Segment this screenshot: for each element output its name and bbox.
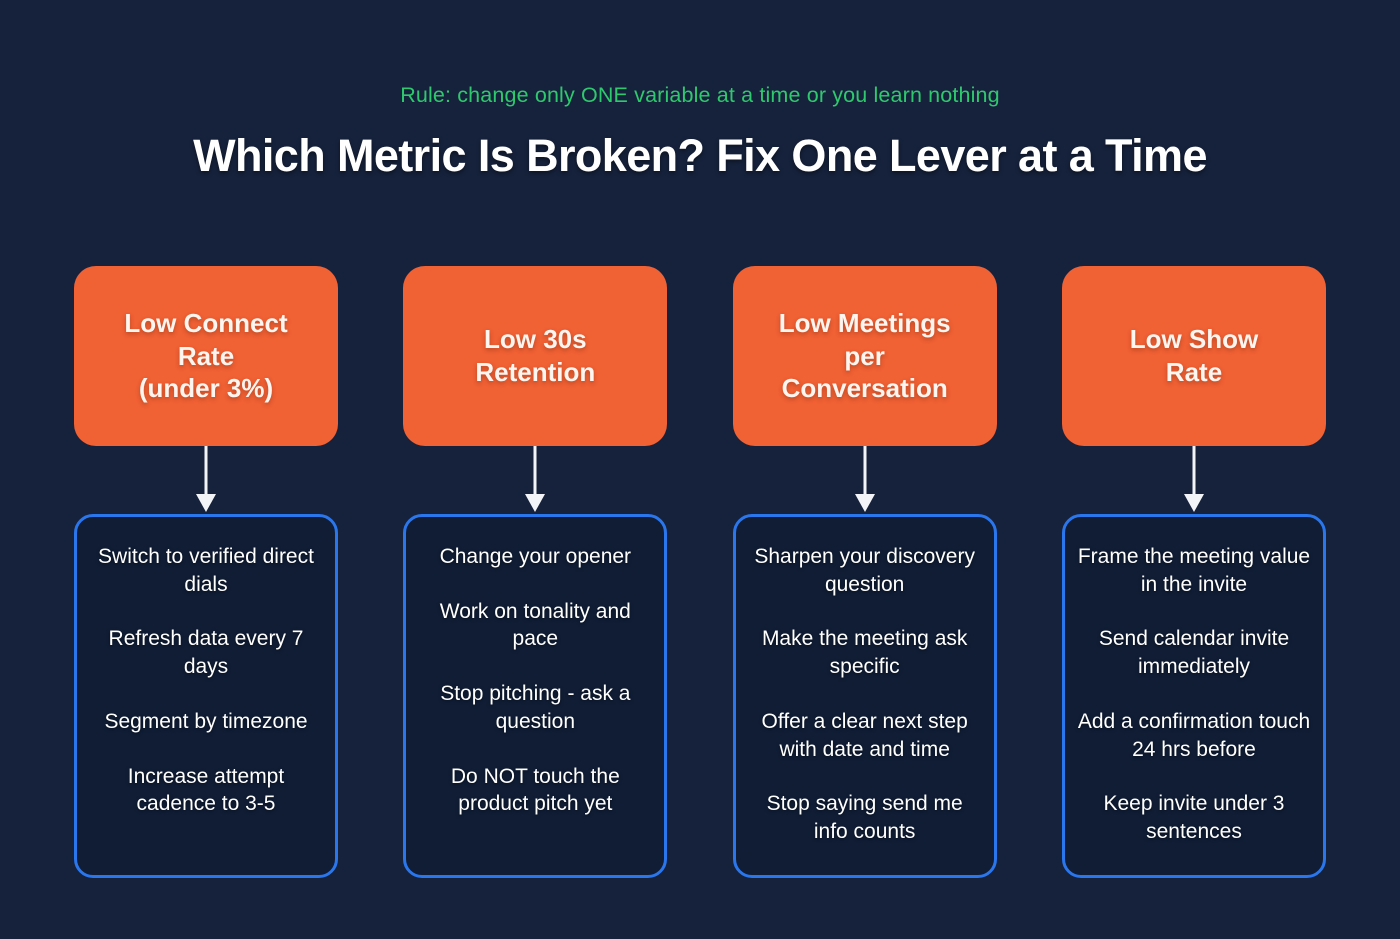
fix-item: Keep invite under 3 sentences (1103, 792, 1285, 844)
fix-item: Offer a clear next step with date and ti… (761, 709, 968, 761)
fix-item: Segment by timezone (104, 709, 308, 733)
fix-item: Switch to verified direct dials (98, 545, 314, 596)
fix-item: Stop pitching - ask a question (440, 682, 631, 733)
metric-card[interactable]: Low 30s Retention (403, 266, 668, 446)
fix-item: Make the meeting ask specific (761, 627, 968, 679)
metric-card-label: Low Show Rate (1129, 324, 1259, 387)
metric-card[interactable]: Low Show Rate (1061, 266, 1326, 446)
metric-card[interactable]: Low Connect Rate (under 3%) (74, 266, 338, 446)
metric-card-label: Low 30s Retention (475, 324, 596, 387)
metric-column: Low Connect Rate (under 3%) Switch to ver… (74, 266, 338, 878)
fix-item: Sharpen your discovery question (754, 545, 975, 596)
fix-item: Frame the meeting value in the invite (1077, 545, 1311, 596)
fix-item: Work on tonality and pace (439, 599, 631, 651)
metric-card-label: Low Connect Rate (under 3%) (124, 307, 288, 404)
fix-item: Stop saying send me info counts (766, 792, 963, 844)
metric-card[interactable]: Low Meetings per Conversation (732, 266, 997, 446)
down-arrow-icon (733, 446, 997, 514)
fix-item: Change your opener (439, 545, 632, 568)
down-arrow-icon (1062, 446, 1326, 514)
columns-container: Low Connect Rate (under 3%) Switch to ver… (74, 266, 1326, 878)
down-arrow-icon (74, 446, 338, 514)
page-title: Which Metric Is Broken? Fix One Lever at… (193, 130, 1207, 181)
rule-subtitle: Rule: change only ONE variable at a time… (400, 83, 1000, 107)
fix-item: Refresh data every 7 days (108, 627, 304, 679)
down-arrow-icon (403, 446, 667, 514)
fix-item: Increase attempt cadence to 3-5 (127, 764, 285, 816)
fix-item: Send calendar invite immediately (1098, 627, 1290, 679)
fix-item: Do NOT touch the product pitch yet (450, 764, 620, 816)
metric-card-label: Low Meetings per Conversation (778, 307, 951, 404)
fix-item: Add a confirmation touch 24 hrs before (1077, 709, 1311, 761)
